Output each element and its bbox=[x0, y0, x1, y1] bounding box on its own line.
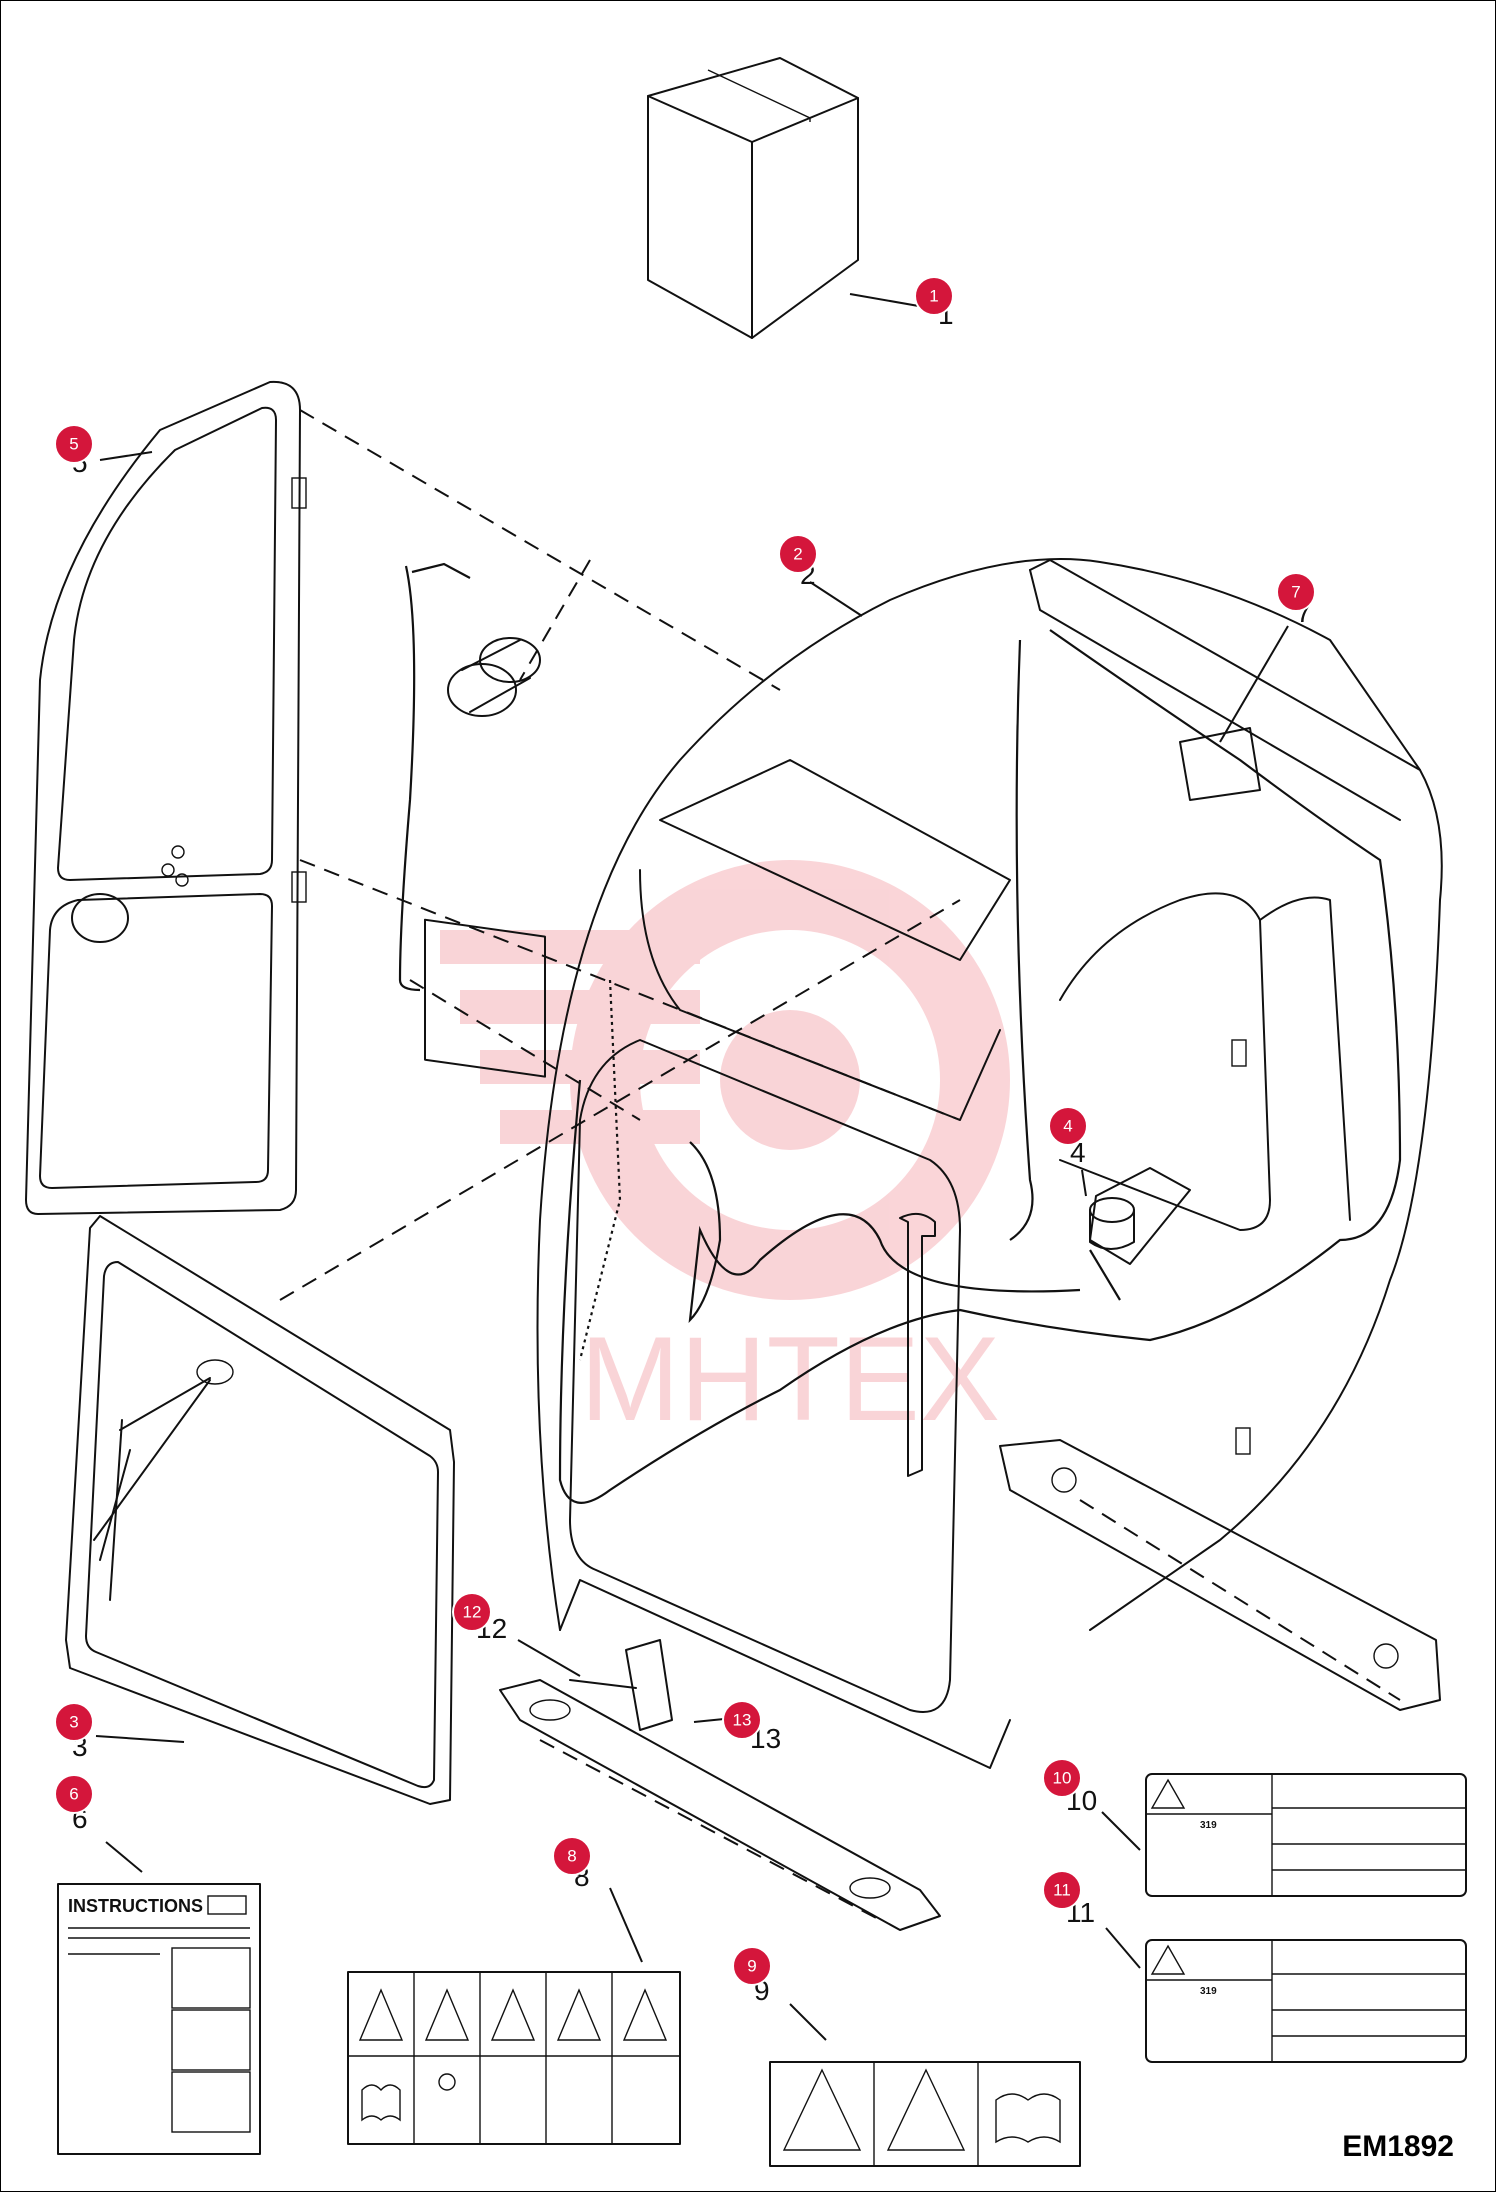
callout-12[interactable]: 12 bbox=[452, 1592, 492, 1632]
assembly-dashed-lines bbox=[279, 409, 1401, 1921]
svg-text:8: 8 bbox=[567, 1847, 576, 1866]
svg-text:1: 1 bbox=[929, 287, 938, 306]
callouts: 1 2 3 4 5 6 7 8 9 10 11 12 13 bbox=[54, 276, 1316, 1986]
cab-mount-bar bbox=[999, 1439, 1441, 1711]
svg-text:11: 11 bbox=[1053, 1881, 1071, 1900]
callout-13[interactable]: 13 bbox=[722, 1700, 762, 1740]
callout-7[interactable]: 7 bbox=[1276, 572, 1316, 612]
part-7-light bbox=[1179, 625, 1289, 801]
part-12-13-bracket bbox=[499, 1639, 941, 1931]
part-6-instructions: INSTRUCTIONS bbox=[57, 1841, 261, 2155]
callout-8[interactable]: 8 bbox=[552, 1836, 592, 1876]
part-11-decal: 319 bbox=[1105, 1927, 1467, 2063]
callout-3[interactable]: 3 bbox=[54, 1702, 94, 1742]
svg-text:10: 10 bbox=[1053, 1769, 1072, 1788]
watermark-logo: MHTEX bbox=[440, 860, 1010, 1446]
svg-text:4: 4 bbox=[1063, 1117, 1072, 1136]
callout-6[interactable]: 6 bbox=[54, 1774, 94, 1814]
svg-text:2: 2 bbox=[793, 545, 802, 564]
diagram-code: EM1892 bbox=[1342, 2130, 1454, 2163]
part-2-cab bbox=[536, 558, 1443, 1769]
decal-10-model: 319 bbox=[1200, 1820, 1217, 1831]
wiring-harness bbox=[398, 562, 1402, 1504]
svg-text:3: 3 bbox=[69, 1713, 78, 1732]
speaker-assembly bbox=[424, 637, 546, 1078]
part-8-decal bbox=[347, 1887, 681, 2145]
svg-text:9: 9 bbox=[747, 1957, 756, 1976]
svg-text:12: 12 bbox=[463, 1603, 482, 1622]
callout-10[interactable]: 10 bbox=[1042, 1758, 1082, 1798]
instructions-label: INSTRUCTIONS bbox=[68, 1896, 203, 1916]
part-10-decal: 319 bbox=[1101, 1773, 1467, 1897]
svg-text:5: 5 bbox=[69, 435, 78, 454]
part-5-door bbox=[25, 380, 307, 1215]
callout-2[interactable]: 2 bbox=[778, 534, 818, 574]
watermark-text: MHTEX bbox=[580, 1312, 1000, 1446]
part-numbers: 1 2 3 4 5 6 7 8 9 10 11 12 13 bbox=[72, 299, 1312, 2006]
svg-text:7: 7 bbox=[1291, 583, 1300, 602]
callout-1[interactable]: 1 bbox=[914, 276, 954, 316]
callout-9[interactable]: 9 bbox=[732, 1946, 772, 1986]
part-1-box bbox=[647, 57, 931, 339]
part-4-motor bbox=[1081, 1167, 1191, 1265]
part-9-decal bbox=[769, 2003, 1081, 2167]
callout-11[interactable]: 11 bbox=[1042, 1870, 1082, 1910]
part-3-window bbox=[65, 1215, 455, 1805]
callout-4[interactable]: 4 bbox=[1048, 1106, 1088, 1146]
svg-text:13: 13 bbox=[733, 1711, 752, 1730]
callout-5[interactable]: 5 bbox=[54, 424, 94, 464]
decal-11-model: 319 bbox=[1200, 1986, 1217, 1997]
svg-text:6: 6 bbox=[69, 1785, 78, 1804]
